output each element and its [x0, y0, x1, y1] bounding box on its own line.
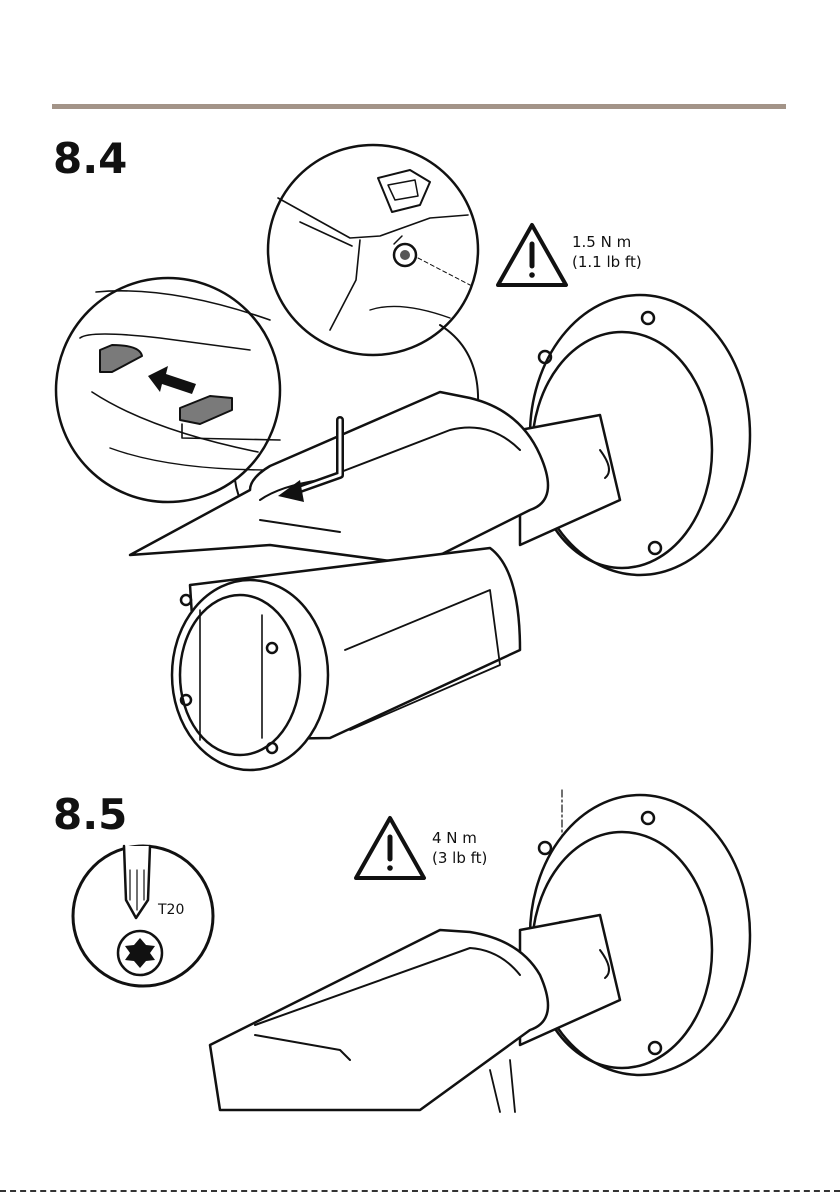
detail-circle-screw — [268, 145, 478, 405]
torque-spec-top: 1.5 N m (1.1 lb ft) — [572, 232, 642, 272]
torque-spec-bottom: 4 N m (3 lb ft) — [432, 828, 487, 868]
torque-imperial: (1.1 lb ft) — [572, 252, 642, 272]
torque-imperial: (3 lb ft) — [432, 848, 487, 868]
tool-size-label: T20 — [158, 902, 184, 918]
torx-screwdriver-icon — [73, 846, 213, 986]
torque-metric: 1.5 N m — [572, 232, 642, 252]
warning-triangle-icon — [498, 225, 566, 285]
torque-metric: 4 N m — [432, 828, 487, 848]
warning-triangle-icon — [356, 818, 424, 878]
